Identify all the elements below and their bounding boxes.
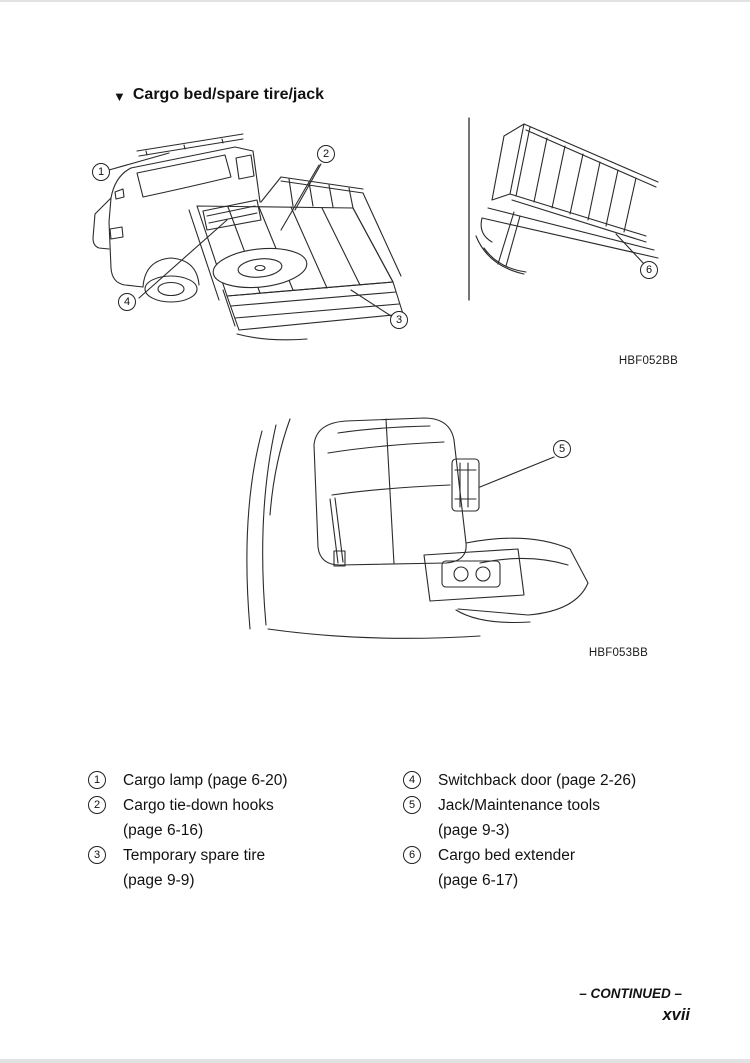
figure-caption-1: HBF052BB bbox=[618, 355, 678, 367]
callout-2: 2 bbox=[317, 145, 335, 163]
legend-num-3: 3 bbox=[88, 846, 106, 864]
figure-caption-2: HBF053BB bbox=[588, 647, 648, 659]
legend-item-switchback-door: 4 Switchback door (page 2-26) bbox=[403, 768, 671, 793]
callout-6: 6 bbox=[640, 261, 658, 279]
callout-1: 1 bbox=[92, 163, 110, 181]
callout-5: 5 bbox=[553, 440, 571, 458]
legend-line: Jack/Maintenance tools bbox=[438, 797, 600, 814]
legend-line: Cargo lamp (page 6-20) bbox=[123, 772, 288, 789]
scan-edge-bottom bbox=[0, 1059, 750, 1063]
legend-line: (page 9-3) bbox=[438, 822, 510, 839]
figure-cargo-bed: 1 2 3 4 bbox=[85, 118, 435, 350]
legend-num-5: 5 bbox=[403, 796, 421, 814]
figure-bed-extender: 6 bbox=[468, 116, 690, 302]
callout-4: 4 bbox=[118, 293, 136, 311]
section-heading: ▼ Cargo bed/spare tire/jack bbox=[113, 86, 324, 104]
legend-line: Temporary spare tire bbox=[123, 847, 266, 864]
legend-line: (page 6-16) bbox=[123, 822, 204, 839]
legend-item-cargo-lamp: 1 Cargo lamp (page 6-20) bbox=[88, 768, 388, 793]
rear-seat-illustration bbox=[246, 417, 589, 639]
legend-line: Cargo bed extender bbox=[438, 847, 576, 864]
legend-item-tie-down-hooks: 2 Cargo tie-down hooks (page 6-16) bbox=[88, 793, 388, 843]
callout-3: 3 bbox=[390, 311, 408, 329]
legend-num-1: 1 bbox=[88, 771, 106, 789]
page-number: xvii bbox=[662, 1006, 690, 1024]
bed-extender-illustration bbox=[468, 117, 659, 301]
legend-column-left: 1 Cargo lamp (page 6-20) 2 Cargo tie-dow… bbox=[88, 768, 388, 893]
section-marker-icon: ▼ bbox=[113, 88, 126, 104]
continued-label: – CONTINUED – bbox=[579, 986, 682, 1001]
legend-line: (page 9-9) bbox=[123, 872, 195, 889]
section-title: Cargo bed/spare tire/jack bbox=[132, 86, 325, 103]
legend-item-spare-tire: 3 Temporary spare tire (page 9-9) bbox=[88, 843, 388, 893]
legend-line: Switchback door (page 2-26) bbox=[438, 772, 637, 789]
figure-rear-seat: 5 bbox=[228, 403, 618, 653]
legend-num-4: 4 bbox=[403, 771, 421, 789]
legend-item-jack-tools: 5 Jack/Maintenance tools (page 9-3) bbox=[403, 793, 671, 843]
scan-edge-top bbox=[0, 0, 750, 2]
legend-line: (page 6-17) bbox=[438, 872, 519, 889]
legend-column-right: 4 Switchback door (page 2-26) 5 Jack/Mai… bbox=[403, 768, 671, 893]
legend-num-6: 6 bbox=[403, 846, 421, 864]
legend-num-2: 2 bbox=[88, 796, 106, 814]
legend-line: Cargo tie-down hooks bbox=[123, 797, 274, 814]
cargo-bed-illustration bbox=[92, 133, 404, 341]
legend-item-bed-extender: 6 Cargo bed extender (page 6-17) bbox=[403, 843, 671, 893]
